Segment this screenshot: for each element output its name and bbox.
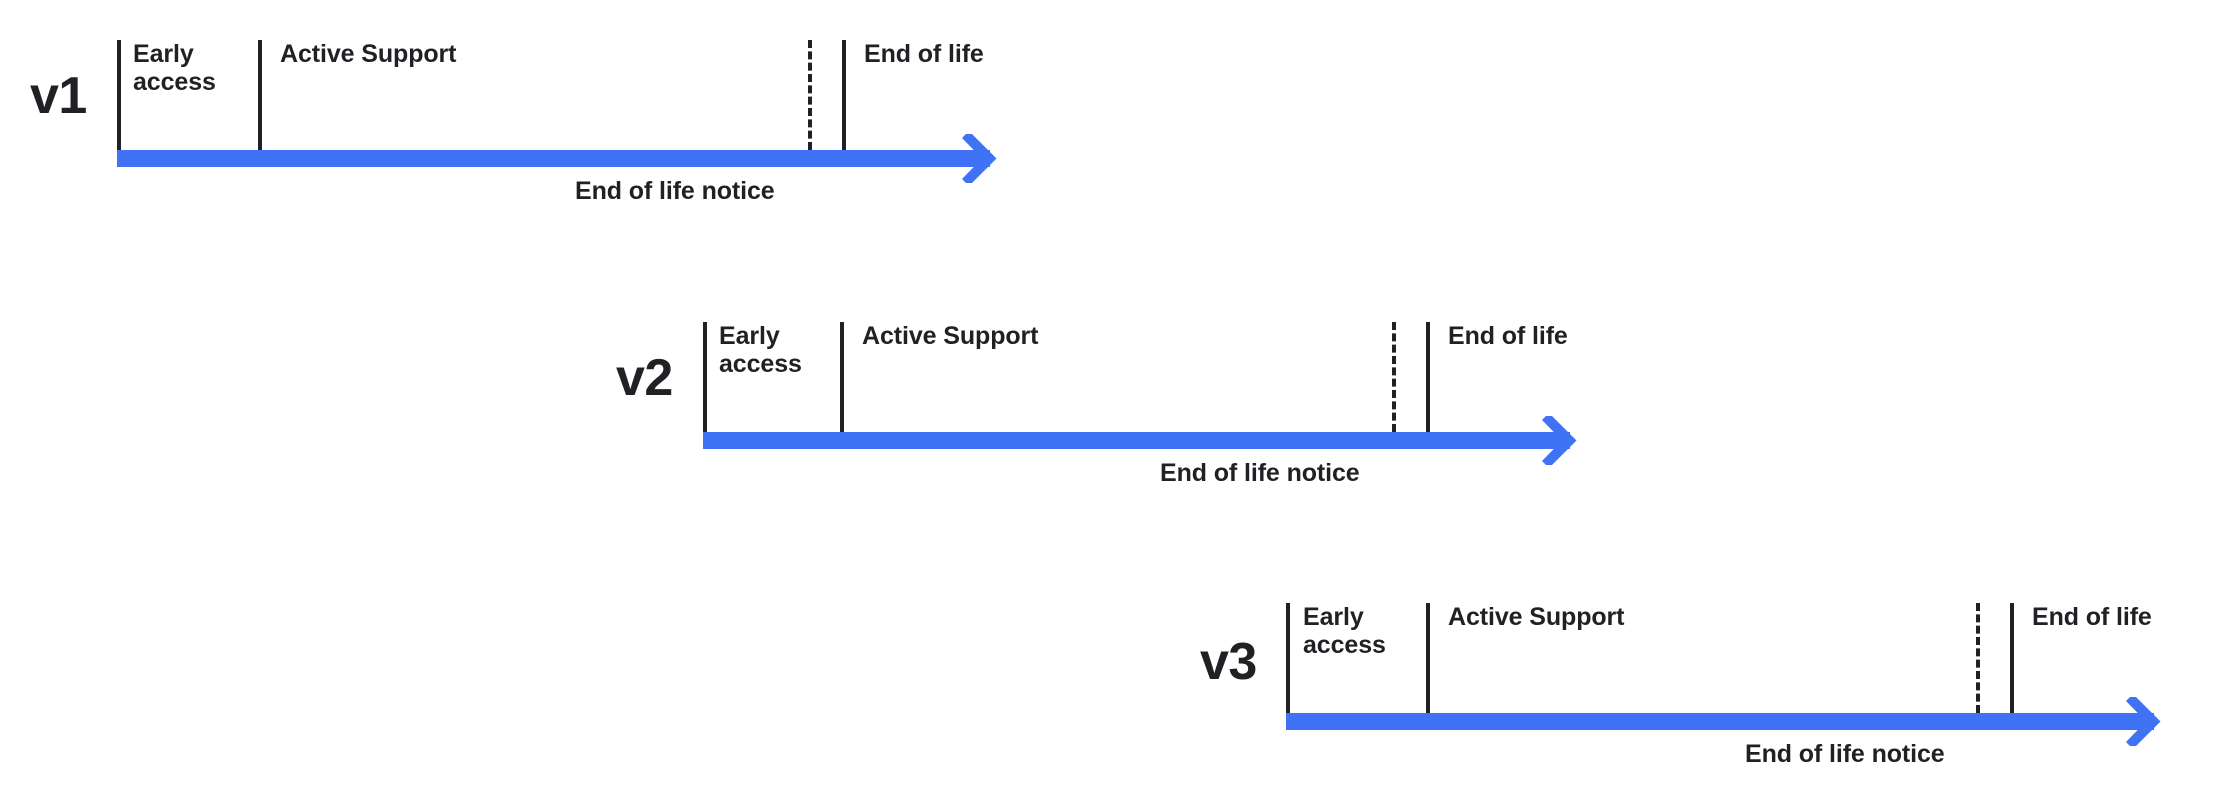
notice-label-v3: End of life notice <box>1745 740 1945 768</box>
phase-divider-v2-0 <box>703 322 707 432</box>
phase-label-v1-2: End of life <box>864 40 984 68</box>
version-label-v3: v3 <box>1200 633 1257 691</box>
phase-label-v3-0: Early access <box>1303 603 1386 659</box>
notice-marker-v2-2 <box>1392 322 1396 432</box>
notice-marker-v1-2 <box>808 40 812 150</box>
timeline-track-v2 <box>703 432 1570 449</box>
phase-label-v1-1: Active Support <box>280 40 457 68</box>
notice-label-v2: End of life notice <box>1160 459 1360 487</box>
version-label-v2: v2 <box>616 349 673 407</box>
timeline-arrow-head-v1 <box>960 130 1018 188</box>
phase-divider-v3-1 <box>1426 603 1430 713</box>
timeline-arrow-head-v3 <box>2124 693 2182 751</box>
timeline-track-v1 <box>117 150 990 167</box>
phase-label-v2-1: Active Support <box>862 322 1039 350</box>
phase-divider-v3-0 <box>1286 603 1290 713</box>
phase-divider-v2-1 <box>840 322 844 432</box>
phase-divider-v2-3 <box>1426 322 1430 432</box>
notice-marker-v3-2 <box>1976 603 1980 713</box>
timeline-track-v3 <box>1286 713 2154 730</box>
notice-label-v1: End of life notice <box>575 177 775 205</box>
phase-divider-v1-3 <box>842 40 846 150</box>
phase-label-v2-0: Early access <box>719 322 802 378</box>
phase-label-v1-0: Early access <box>133 40 216 96</box>
phase-label-v2-2: End of life <box>1448 322 1568 350</box>
version-label-v1: v1 <box>30 67 87 125</box>
phase-divider-v3-3 <box>2010 603 2014 713</box>
timeline-arrow-head-v2 <box>1540 412 1598 470</box>
phase-label-v3-1: Active Support <box>1448 603 1625 631</box>
phase-divider-v1-1 <box>258 40 262 150</box>
phase-label-v3-2: End of life <box>2032 603 2152 631</box>
phase-divider-v1-0 <box>117 40 121 150</box>
